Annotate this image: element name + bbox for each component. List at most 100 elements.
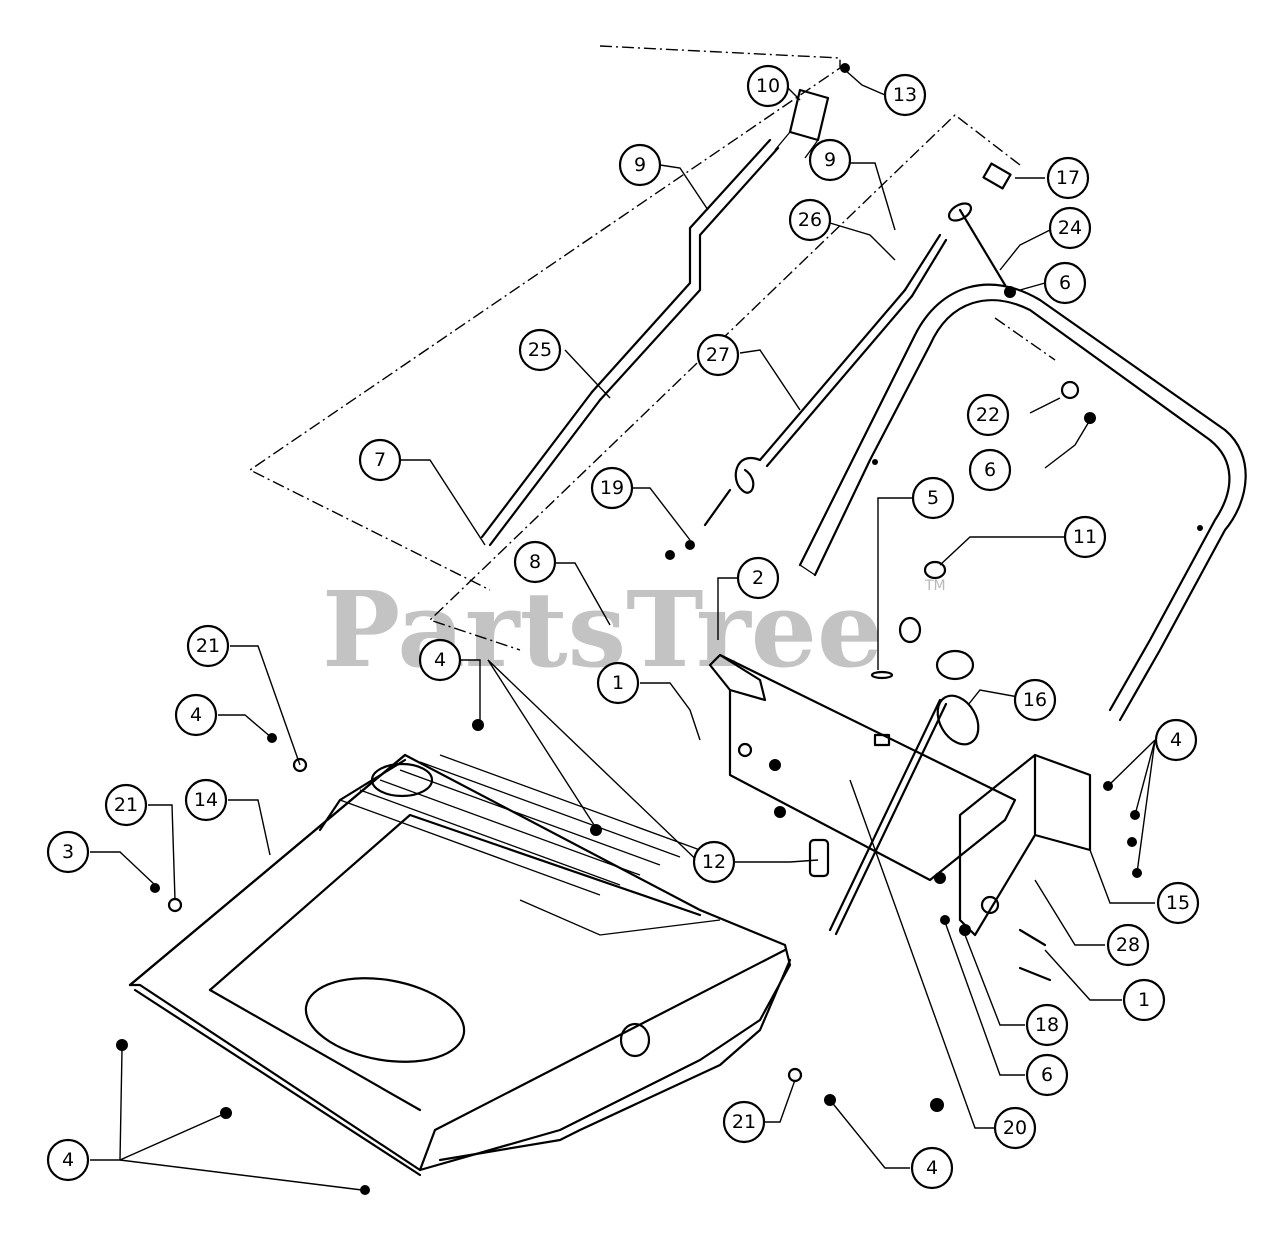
svg-text:16: 16	[1023, 689, 1047, 711]
callout-20: 20	[993, 1106, 1037, 1150]
callout-16: 16	[1013, 678, 1057, 722]
callout-27: 27	[696, 333, 740, 377]
callout-6b: 6	[968, 448, 1012, 492]
svg-text:11: 11	[1073, 526, 1097, 548]
svg-text:7: 7	[374, 449, 386, 471]
svg-text:19: 19	[600, 477, 624, 499]
callout-15: 15	[1156, 881, 1200, 925]
callouts: 10 13 9 9 17 26 24 6 25 27 22 6 7 19 5 1…	[46, 64, 1200, 1190]
svg-text:24: 24	[1058, 217, 1082, 239]
svg-text:14: 14	[194, 789, 218, 811]
svg-text:4: 4	[434, 649, 446, 671]
svg-text:6: 6	[1059, 272, 1071, 294]
callout-10: 10	[746, 64, 790, 108]
callout-7: 7	[358, 438, 402, 482]
callout-6: 6	[1043, 261, 1087, 305]
callout-9b: 9	[808, 138, 852, 182]
housing-port	[370, 762, 434, 798]
handle-outline-seg	[994, 317, 1056, 361]
callout-6c: 6	[1025, 1053, 1069, 1097]
svg-text:22: 22	[976, 404, 1000, 426]
callout-25: 25	[518, 328, 562, 372]
leader-lines	[90, 69, 1156, 1191]
spring-end	[898, 616, 922, 644]
svg-text:13: 13	[893, 84, 917, 106]
callout-4b: 4	[174, 693, 218, 737]
callout-3: 3	[46, 830, 90, 874]
roller	[936, 694, 980, 746]
svg-text:18: 18	[1035, 1014, 1059, 1036]
svg-text:4: 4	[926, 1157, 938, 1179]
upper-handle-assembly	[480, 63, 1016, 560]
callout-4e: 4	[46, 1138, 90, 1182]
callout-21c: 21	[722, 1100, 766, 1144]
svg-text:12: 12	[702, 851, 726, 873]
washer	[1060, 380, 1080, 400]
callout-24: 24	[1048, 206, 1092, 250]
callout-1b: 1	[1122, 978, 1166, 1022]
svg-text:17: 17	[1056, 167, 1080, 189]
callout-21: 21	[186, 624, 230, 668]
svg-text:21: 21	[732, 1111, 756, 1133]
cable-clip	[982, 162, 1012, 190]
callout-13: 13	[883, 73, 927, 117]
svg-text:4: 4	[62, 1149, 74, 1171]
side-plate	[958, 753, 1037, 937]
svg-text:15: 15	[1166, 892, 1190, 914]
callout-28: 28	[1106, 923, 1150, 967]
handle-shaft	[488, 398, 602, 547]
cable-rod	[958, 208, 1007, 287]
callout-4c: 4	[1154, 718, 1198, 762]
cable-end	[923, 560, 947, 580]
upper-handle-rod	[598, 146, 780, 402]
housing-shroud	[128, 753, 792, 1177]
svg-text:1: 1	[1138, 989, 1150, 1011]
shift-rod	[828, 698, 942, 932]
control-bracket	[708, 560, 1092, 1112]
svg-text:9: 9	[824, 149, 836, 171]
callout-19: 19	[590, 466, 634, 510]
callout-1: 1	[596, 661, 640, 705]
fasteners	[116, 719, 1142, 1195]
svg-text:2: 2	[752, 567, 764, 589]
callout-8: 8	[513, 540, 557, 584]
svg-text:5: 5	[927, 487, 939, 509]
callout-2: 2	[736, 556, 780, 600]
svg-text:27: 27	[706, 344, 730, 366]
svg-text:4: 4	[190, 704, 202, 726]
svg-text:4: 4	[1170, 729, 1182, 751]
callout-4d: 4	[910, 1146, 954, 1190]
callout-17: 17	[1046, 156, 1090, 200]
svg-text:6: 6	[984, 459, 996, 481]
callout-12: 12	[692, 840, 736, 884]
control-rod	[758, 288, 907, 462]
svg-text:28: 28	[1116, 934, 1140, 956]
upper-handle-outline	[248, 45, 841, 591]
svg-text:1: 1	[612, 672, 624, 694]
callout-26: 26	[788, 198, 832, 242]
svg-text:21: 21	[196, 635, 220, 657]
housing-opening	[304, 977, 466, 1063]
svg-text:6: 6	[1041, 1064, 1053, 1086]
lower-handle-tube	[798, 283, 1247, 722]
svg-text:20: 20	[1003, 1117, 1027, 1139]
callout-21b: 21	[104, 783, 148, 827]
callout-5: 5	[911, 476, 955, 520]
svg-text:3: 3	[62, 841, 74, 863]
svg-text:10: 10	[756, 75, 780, 97]
svg-text:25: 25	[528, 339, 552, 361]
svg-text:26: 26	[798, 209, 822, 231]
callout-18: 18	[1025, 1003, 1069, 1047]
knob	[935, 649, 975, 681]
linkage-spring	[734, 456, 762, 494]
callout-4: 4	[418, 638, 462, 682]
callout-11: 11	[1063, 515, 1107, 559]
svg-text:8: 8	[529, 551, 541, 573]
callout-14: 14	[184, 778, 228, 822]
callout-9: 9	[618, 143, 662, 187]
callout-22: 22	[966, 393, 1010, 437]
switch	[808, 838, 830, 878]
svg-text:21: 21	[114, 794, 138, 816]
